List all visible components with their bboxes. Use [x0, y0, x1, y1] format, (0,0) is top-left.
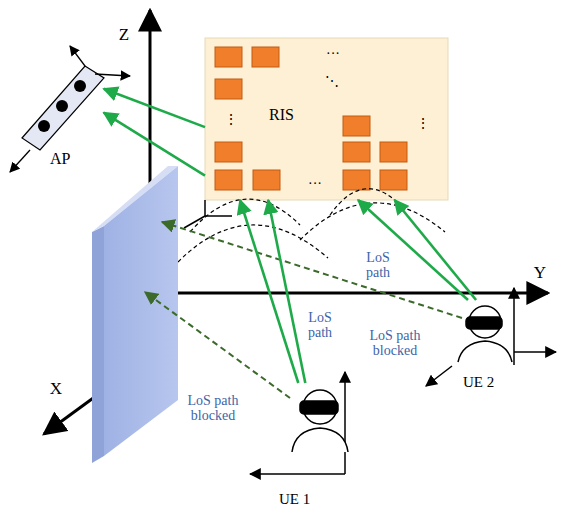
ellipsis-mark: ⋮ — [416, 116, 430, 131]
ellipsis-mark: ··· — [300, 176, 330, 191]
ris-panel — [205, 38, 448, 200]
node-label: UE 2 — [463, 374, 494, 391]
los-path-arrow — [358, 200, 468, 300]
axis-label: Z — [114, 26, 134, 45]
z-axis — [149, 10, 152, 185]
user-equipment: UE 1 — [285, 383, 355, 510]
los-path-arrow — [104, 113, 205, 176]
node-label: AP — [50, 150, 70, 168]
user-figure — [426, 288, 556, 386]
los-path-arrow — [395, 200, 477, 300]
node-label: UE 1 — [279, 491, 310, 508]
axis-label: X — [46, 380, 66, 399]
user-figure — [250, 372, 348, 474]
y-axis — [172, 292, 548, 295]
user-equipment: UE 2 — [455, 300, 517, 393]
access-point: AP — [22, 66, 108, 170]
ellipsis-mark: ··· — [318, 46, 348, 61]
ap-antenna — [10, 46, 130, 172]
path-label: LoS path — [302, 310, 338, 341]
ris-surface: RIS — [205, 38, 448, 200]
ris-elements — [215, 47, 407, 190]
x-axis — [44, 396, 96, 434]
path-label: LoS path — [360, 250, 396, 281]
path-label: LoS path blocked — [180, 393, 246, 424]
beam-arcs — [178, 189, 445, 262]
path-label: LoS path blocked — [362, 328, 428, 359]
blocking-wall — [92, 166, 178, 463]
ellipsis-mark: ⋱ — [322, 74, 342, 89]
axis-label: Y — [530, 264, 550, 283]
los-path-arrow — [268, 200, 305, 383]
los-path-arrow — [240, 200, 298, 383]
ellipsis-mark: ⋮ — [224, 112, 238, 127]
node-label: RIS — [269, 106, 294, 124]
